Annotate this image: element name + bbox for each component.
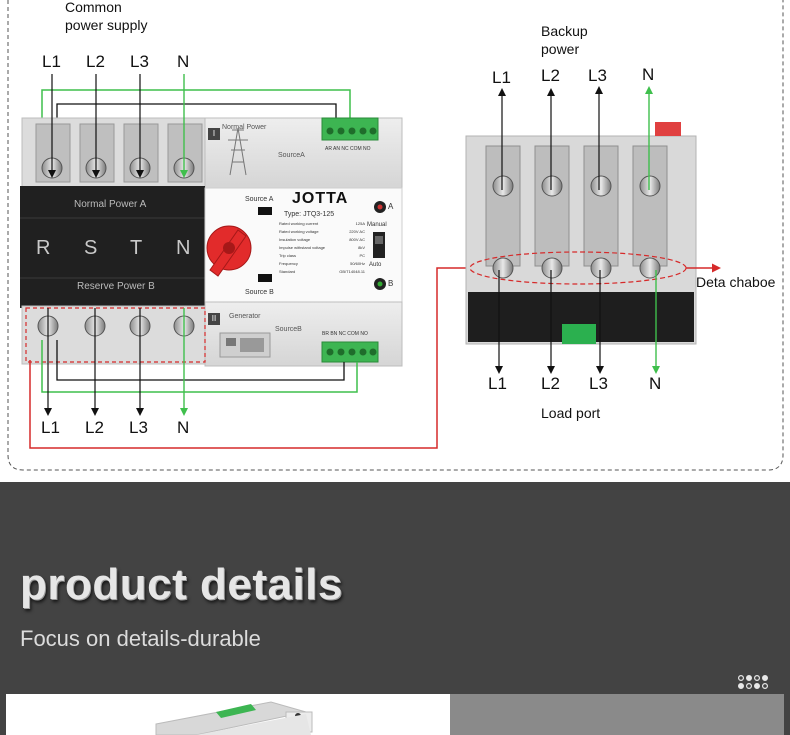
- spec-row: Impulse withstand voltage 8kV: [279, 244, 365, 252]
- source-a-small: SourceA: [278, 152, 305, 159]
- indicator-a-label: A: [388, 202, 394, 211]
- phase-panel: [20, 186, 205, 308]
- spec-row: Rated working voltage 220V AC: [279, 228, 365, 236]
- phase-label-top-l2: L2: [86, 52, 105, 71]
- phase-label-right-bottom-l3: L3: [589, 374, 608, 393]
- spec-value: 50/60Hz: [350, 261, 365, 266]
- reserve-power-panel-label: Reserve Power B: [77, 281, 155, 292]
- section-subtitle: Focus on details-durable: [20, 626, 261, 651]
- spec-key: Impulse withstand voltage: [279, 245, 326, 250]
- power-tower-icon: [228, 127, 248, 176]
- spec-key: Trip class: [279, 253, 296, 258]
- spec-row: Insulation voltage 800V AC: [279, 236, 365, 244]
- spec-key: Rated working voltage: [279, 229, 319, 234]
- product-thumbnail-placeholder: [450, 694, 784, 735]
- normal-power-header: Normal Power: [222, 124, 267, 131]
- phase-label-right-top-l3: L3: [588, 66, 607, 85]
- phase-label-right-top-n: N: [642, 65, 655, 84]
- backup-label-1: Backup: [541, 23, 588, 39]
- phase-letter-n: N: [176, 237, 191, 259]
- phase-label-top-l3: L3: [130, 52, 149, 71]
- indicator-b-label: B: [388, 279, 394, 288]
- phase-label-bottom-l2: L2: [85, 418, 104, 437]
- highlight-dashed-box: [25, 307, 206, 363]
- diagram-border: [7, 0, 784, 471]
- roman-one-badge: I: [208, 128, 220, 140]
- spec-value: 220V AC: [349, 229, 365, 234]
- wiring-diagram: Common power supply Backup power L1 L2 L…: [7, 0, 784, 471]
- phase-label-bottom-l1: L1: [41, 418, 60, 437]
- spec-value: 800V AC: [349, 237, 365, 242]
- phase-letter-r: R: [36, 237, 51, 259]
- spec-row: Trip class PC: [279, 252, 365, 260]
- manual-label: Manual: [367, 222, 387, 228]
- details-section: [0, 482, 790, 735]
- auto-label: Auto: [369, 262, 382, 268]
- generator-header: Generator: [229, 313, 261, 320]
- manual-auto-switch: [373, 232, 385, 258]
- phase-label-bottom-n: N: [177, 418, 190, 437]
- roman-two-badge: II: [208, 313, 220, 325]
- phase-label-right-top-l2: L2: [541, 66, 560, 85]
- spec-value: PC: [359, 253, 365, 258]
- product-thumbnail-graphic: [155, 701, 313, 735]
- phase-letter-s: S: [84, 237, 98, 259]
- product-thumbnail[interactable]: [6, 694, 450, 735]
- device-type: Type: JTQ3-125: [284, 211, 335, 218]
- detail-label: Deta chaboe: [696, 274, 776, 290]
- source-a-label: Source A: [245, 196, 274, 203]
- terminal-bottom-label: BR BN NC COM NO: [322, 331, 368, 337]
- red-connector-wire: [29, 267, 470, 449]
- wiring-diagram-graphic: [7, 0, 784, 471]
- source-b-label: Source B: [245, 289, 274, 296]
- spec-value: 8kV: [358, 245, 365, 250]
- source-b-small: SourceB: [275, 326, 302, 333]
- spec-row: Frequency 50/60Hz: [279, 260, 365, 268]
- phase-letter-t: T: [130, 237, 143, 259]
- phase-label-right-top-l1: L1: [492, 68, 511, 87]
- terminal-top-label: AR AN NC COM NO: [325, 146, 371, 152]
- spec-row: Standard GB/T14048.11: [279, 268, 365, 276]
- spec-value: GB/T14048.11: [339, 269, 365, 274]
- spec-key: Frequency: [279, 261, 298, 266]
- common-supply-label-2: power supply: [65, 17, 148, 33]
- brand-logo: JOTTA: [292, 190, 349, 207]
- rotary-handle: [206, 225, 252, 277]
- section-title: product details: [20, 560, 343, 609]
- phase-label-top-n: N: [177, 52, 190, 71]
- spec-key: Insulation voltage: [279, 237, 311, 242]
- phase-label-top-l1: L1: [42, 52, 61, 71]
- phase-label-right-bottom-n: N: [649, 374, 662, 393]
- spec-key: Standard: [279, 269, 296, 274]
- load-port-label: Load port: [541, 405, 601, 421]
- green-wire-bottom: [41, 340, 358, 393]
- phase-label-right-bottom-l2: L2: [541, 374, 560, 393]
- backup-label-2: power: [541, 41, 580, 57]
- common-supply-label-1: Common: [65, 0, 122, 15]
- more-dots-icon[interactable]: [737, 674, 769, 690]
- spec-row: Rated working current 125A: [279, 220, 365, 228]
- spec-key: Rated working current: [279, 221, 319, 226]
- phase-label-right-bottom-l1: L1: [488, 374, 507, 393]
- phase-label-bottom-l3: L3: [129, 418, 148, 437]
- black-wire-bottom: [56, 340, 345, 381]
- generator-icon: [219, 332, 271, 358]
- spec-table: Rated working current 125A Rated working …: [279, 220, 365, 276]
- normal-power-panel-label: Normal Power A: [74, 199, 147, 210]
- spec-value: 125A: [355, 221, 365, 226]
- right-terminals: [485, 145, 668, 279]
